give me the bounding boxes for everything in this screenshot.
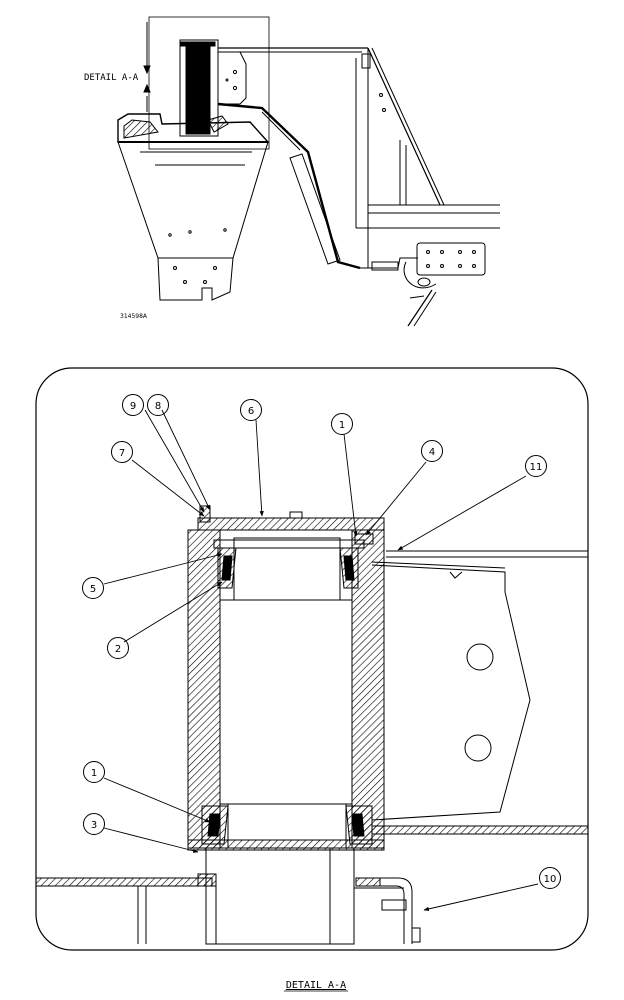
callout-7: 7 bbox=[111, 441, 133, 463]
svg-text:1: 1 bbox=[339, 420, 345, 431]
callout-6: 6 bbox=[240, 399, 262, 421]
svg-text:4: 4 bbox=[429, 447, 435, 458]
callout-1-lower: 1 bbox=[83, 761, 105, 783]
svg-text:6: 6 bbox=[248, 406, 254, 417]
svg-text:1: 1 bbox=[91, 768, 97, 779]
svg-text:9: 9 bbox=[130, 401, 136, 412]
svg-text:7: 7 bbox=[119, 448, 125, 459]
shaft bbox=[205, 537, 355, 945]
callout-3: 3 bbox=[83, 813, 105, 835]
callout-5: 5 bbox=[82, 577, 104, 599]
svg-text:2: 2 bbox=[115, 644, 121, 655]
callout-10: 10 bbox=[539, 867, 561, 889]
hopper bbox=[117, 141, 269, 301]
side-plate bbox=[371, 550, 589, 835]
support-arm bbox=[217, 47, 368, 270]
callout-1-upper: 1 bbox=[331, 413, 353, 435]
callout-11: 11 bbox=[525, 455, 547, 477]
detail-frame bbox=[35, 367, 589, 951]
svg-text:3: 3 bbox=[91, 820, 97, 831]
leader-lines bbox=[103, 409, 539, 912]
callout-4: 4 bbox=[421, 440, 443, 462]
pivot-bearing bbox=[179, 39, 219, 137]
mounting-hole bbox=[464, 734, 492, 762]
callout-9: 9 bbox=[122, 394, 144, 416]
callouts: 9 8 6 1 4 11 7 bbox=[82, 394, 561, 889]
tower bbox=[355, 47, 500, 268]
upper-bearing bbox=[213, 533, 374, 589]
base-weldment bbox=[35, 873, 421, 944]
detail-view: 9 8 6 1 4 11 7 bbox=[35, 367, 589, 992]
mounting-bracket bbox=[218, 51, 247, 105]
svg-text:8: 8 bbox=[155, 401, 161, 412]
mounting-hole bbox=[466, 643, 494, 671]
section-marker bbox=[143, 22, 151, 112]
svg-text:11: 11 bbox=[530, 462, 543, 473]
detail-boundary-box bbox=[148, 16, 270, 150]
svg-text:5: 5 bbox=[90, 584, 96, 595]
detail-title: DETAIL A-A bbox=[286, 980, 346, 991]
callout-8: 8 bbox=[147, 394, 169, 416]
section-label: DETAIL A-A bbox=[84, 73, 139, 83]
base-frame bbox=[356, 227, 500, 327]
part-number: 314598A bbox=[120, 313, 148, 320]
callout-2: 2 bbox=[107, 637, 129, 659]
svg-text:10: 10 bbox=[544, 874, 557, 885]
overview-view: DETAIL A-A 314598A bbox=[84, 16, 500, 327]
lower-bearing bbox=[201, 805, 373, 845]
top-cap bbox=[197, 505, 385, 531]
hopper-ring bbox=[117, 113, 270, 143]
